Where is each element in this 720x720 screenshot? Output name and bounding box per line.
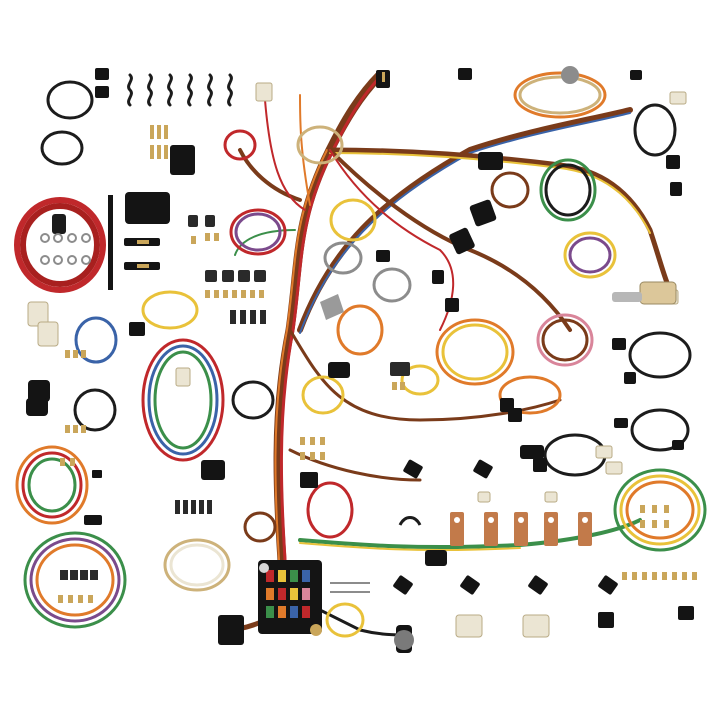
ground-strap — [108, 195, 113, 290]
switch-assemblies — [320, 66, 677, 650]
main-trunk-harness — [222, 70, 673, 637]
terminal-groups — [58, 72, 697, 603]
copper-strap-holes — [454, 517, 588, 523]
loose-rods — [330, 582, 370, 593]
harness-clips — [127, 73, 233, 107]
fusible-link-core — [137, 240, 149, 244]
battery-cable-coil — [14, 197, 106, 293]
ring-terminals — [40, 233, 91, 265]
fuse-block — [258, 560, 322, 636]
black-connectors — [84, 68, 694, 653]
copper-ground-straps — [450, 512, 592, 546]
bulb-sockets — [26, 380, 50, 416]
hook-clip — [398, 516, 422, 526]
battery-boot — [52, 214, 66, 234]
relay-and-fuse-parts — [60, 215, 410, 580]
wire-coils — [15, 71, 707, 638]
fusible-link-core-2 — [137, 264, 149, 268]
